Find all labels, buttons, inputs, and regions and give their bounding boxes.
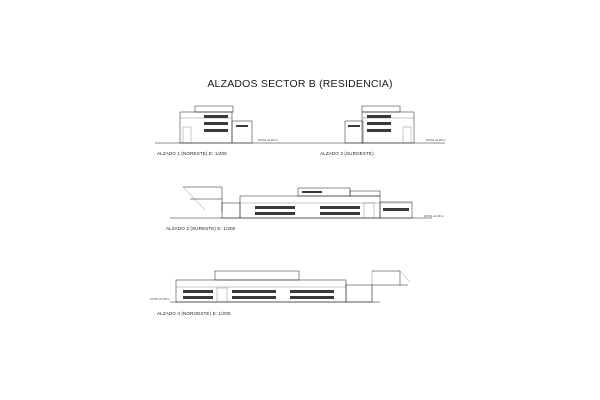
elevation-2-caption: ALZADO 2 (SURESTE) E: 1/200 <box>166 226 236 231</box>
elevation-1-drawing <box>155 105 300 144</box>
elevation-3-drawing <box>300 105 445 144</box>
elevation-2-level-note: COTA +0.00 m <box>424 214 444 218</box>
elevation-4-drawing <box>170 270 411 303</box>
elevation-4-level-note: COTA +0.00 m <box>150 297 170 301</box>
elevation-2-drawing <box>170 186 432 219</box>
sheet-title: ALZADOS SECTOR B (RESIDENCIA) <box>207 78 393 90</box>
elevation-3-level-note: COTA +0.00 m <box>426 138 446 142</box>
elevation-1-caption: ALZADO 1 (NORESTE) E: 1/200 <box>157 151 227 156</box>
elevation-3-caption: ALZADO 3 (SUROESTE) <box>320 151 374 156</box>
elevation-1-level-note: COTA +0.00 m <box>258 138 278 142</box>
elevation-4-caption: ALZADO 4 (NOROESTE) E: 1/200 <box>157 311 231 316</box>
